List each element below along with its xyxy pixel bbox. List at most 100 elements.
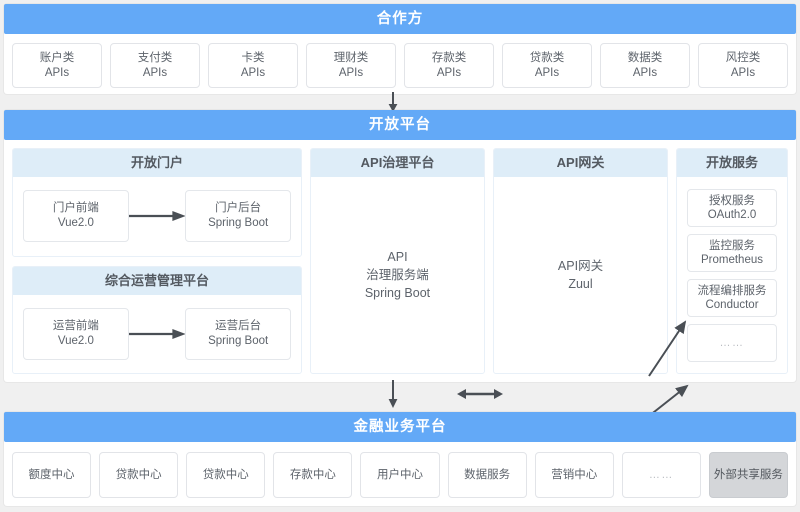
service-label-zh: 授权服务 <box>709 194 755 207</box>
node-label-zh: 运营后台 <box>215 319 262 332</box>
node-api-governance-server[interactable]: API 治理服务端 Spring Boot <box>365 248 430 302</box>
partner-section: 合作方 账户类 APIs 支付类 APIs 卡类 APIs 理财类 APIs 存… <box>4 4 796 94</box>
biz-chip-label-ellipsis: …… <box>648 468 674 481</box>
api-chip-account[interactable]: 账户类 APIs <box>12 43 102 88</box>
gateway-line-2: Zuul <box>568 277 593 291</box>
panel-api-governance: API治理平台 API 治理服务端 Spring Boot <box>310 148 485 374</box>
node-label-zh: 运营前端 <box>52 319 99 332</box>
biz-chip-external-shared-service[interactable]: 外部共享服务 <box>708 452 788 498</box>
api-chip-label-en: APIs <box>338 66 364 79</box>
arrow-portal-frontend-to-backend <box>128 209 186 223</box>
panel-body-api-governance: API 治理服务端 Spring Boot <box>311 177 484 373</box>
open-services-list: 授权服务 OAuth2.0 监控服务 Prometheus 流程编排服务 Con… <box>677 177 787 373</box>
panel-open-portal: 开放门户 门户前端 Vue2.0 <box>12 148 302 257</box>
node-operation-backend[interactable]: 运营后台 Spring Boot <box>185 307 292 360</box>
panel-title-api-governance: API治理平台 <box>311 149 484 177</box>
node-portal-backend[interactable]: 门户后台 Spring Boot <box>185 190 292 243</box>
api-chip-label-zh: 理财类 <box>333 51 369 64</box>
biz-chip-loan-center-2[interactable]: 贷款中心 <box>186 452 266 498</box>
node-label-en: Spring Boot <box>208 217 269 230</box>
panel-body-operation-platform: 运营前端 Vue2.0 运营后台 Spr <box>13 295 301 374</box>
api-chip-label-zh: 卡类 <box>241 51 265 64</box>
gateway-line-1: API网关 <box>557 259 604 273</box>
biz-chip-deposit-center[interactable]: 存款中心 <box>273 452 353 498</box>
service-label-zh: 监控服务 <box>709 239 755 252</box>
biz-chip-label: 贷款中心 <box>202 468 249 481</box>
api-chip-card[interactable]: 卡类 APIs <box>208 43 298 88</box>
biz-chip-credit-limit-center[interactable]: 额度中心 <box>12 452 92 498</box>
panel-title-api-gateway: API网关 <box>494 149 667 177</box>
api-chip-loan[interactable]: 贷款类 APIs <box>502 43 592 88</box>
finance-business-section: 金融业务平台 额度中心 贷款中心 贷款中心 存款中心 用户中心 数据服务 营销中… <box>4 412 796 506</box>
panel-body-open-services: 授权服务 OAuth2.0 监控服务 Prometheus 流程编排服务 Con… <box>677 177 787 373</box>
api-chip-label-en: APIs <box>142 66 168 79</box>
arrow-operation-frontend-to-backend <box>128 327 186 341</box>
biz-chip-label: 贷款中心 <box>115 468 162 481</box>
node-operation-frontend[interactable]: 运营前端 Vue2.0 <box>23 307 129 360</box>
service-label-en: OAuth2.0 <box>707 208 757 221</box>
node-portal-frontend[interactable]: 门户前端 Vue2.0 <box>23 190 129 243</box>
node-label-en: Vue2.0 <box>57 334 94 347</box>
panel-operation-platform: 综合运营管理平台 运营前端 Vue2.0 <box>12 265 302 374</box>
service-box-monitoring[interactable]: 监控服务 Prometheus <box>687 233 777 272</box>
node-label-zh: 门户后台 <box>215 202 262 215</box>
arrow-platform-to-finance <box>385 380 401 408</box>
biz-chip-label: 外部共享服务 <box>713 468 783 481</box>
finance-band-title: 金融业务平台 <box>4 412 796 442</box>
partner-band-title: 合作方 <box>4 4 796 34</box>
api-chip-label-zh: 存款类 <box>431 51 467 64</box>
portal-column: 开放门户 门户前端 Vue2.0 <box>12 148 302 374</box>
node-api-gateway-zuul[interactable]: API网关 Zuul <box>558 257 603 293</box>
api-chip-label-en: APIs <box>730 66 756 79</box>
biz-chip-user-center[interactable]: 用户中心 <box>360 452 440 498</box>
panel-open-services: 开放服务 授权服务 OAuth2.0 监控服务 Prometheus 流程编排服… <box>676 148 788 374</box>
panel-title-open-services: 开放服务 <box>677 149 787 177</box>
service-box-authorization[interactable]: 授权服务 OAuth2.0 <box>687 188 777 227</box>
api-chip-label-en: APIs <box>44 66 70 79</box>
arrow-governance-gateway-bidirectional <box>457 387 503 401</box>
api-chip-label-en: APIs <box>436 66 462 79</box>
panel-title-operation-platform: 综合运营管理平台 <box>13 266 301 295</box>
partner-api-row: 账户类 APIs 支付类 APIs 卡类 APIs 理财类 APIs 存款类 A… <box>4 34 796 88</box>
api-chip-label-zh: 支付类 <box>137 51 173 64</box>
service-box-more[interactable]: …… <box>687 323 777 362</box>
panel-title-open-portal: 开放门户 <box>13 149 301 177</box>
node-label-en: Spring Boot <box>208 334 269 347</box>
api-chip-deposit[interactable]: 存款类 APIs <box>404 43 494 88</box>
biz-chip-label: 额度中心 <box>28 468 75 481</box>
service-box-orchestration[interactable]: 流程编排服务 Conductor <box>687 278 777 317</box>
api-chip-payment[interactable]: 支付类 APIs <box>110 43 200 88</box>
open-platform-band-title: 开放平台 <box>4 110 796 140</box>
api-chip-data[interactable]: 数据类 APIs <box>600 43 690 88</box>
operation-node-pair: 运营前端 Vue2.0 运营后台 Spr <box>13 307 301 360</box>
governance-line-3: Spring Boot <box>364 286 431 300</box>
governance-line-1: API <box>387 250 408 264</box>
api-chip-label-zh: 账户类 <box>39 51 75 64</box>
api-chip-label-zh: 数据类 <box>627 51 663 64</box>
service-label-en: Prometheus <box>700 253 763 266</box>
biz-chip-label: 存款中心 <box>289 468 336 481</box>
api-chip-label-zh: 风控类 <box>725 51 761 64</box>
api-chip-label-zh: 贷款类 <box>529 51 565 64</box>
node-label-zh: 门户前端 <box>52 202 99 215</box>
open-platform-section: 开放平台 开放门户 门户前端 Vue2.0 <box>4 110 796 502</box>
panel-api-gateway: API网关 API网关 Zuul <box>493 148 668 374</box>
biz-chip-label: 数据服务 <box>464 468 511 481</box>
open-platform-body: 开放门户 门户前端 Vue2.0 <box>4 140 796 502</box>
biz-chip-more[interactable]: …… <box>621 452 701 498</box>
service-label-zh: 流程编排服务 <box>697 284 767 297</box>
api-chip-riskcontrol[interactable]: 风控类 APIs <box>698 43 788 88</box>
biz-chip-data-service[interactable]: 数据服务 <box>447 452 527 498</box>
finance-business-row: 额度中心 贷款中心 贷款中心 存款中心 用户中心 数据服务 营销中心 …… <box>4 442 796 498</box>
biz-chip-loan-center-1[interactable]: 贷款中心 <box>99 452 179 498</box>
portal-node-pair: 门户前端 Vue2.0 门户后台 Spr <box>13 190 301 243</box>
biz-chip-label: 营销中心 <box>551 468 598 481</box>
biz-chip-marketing-center[interactable]: 营销中心 <box>534 452 614 498</box>
node-label-en: Vue2.0 <box>57 217 94 230</box>
service-label-ellipsis: …… <box>719 336 745 349</box>
api-chip-label-en: APIs <box>534 66 560 79</box>
governance-line-2: 治理服务端 <box>366 268 429 282</box>
api-chip-wealth[interactable]: 理财类 APIs <box>306 43 396 88</box>
panel-body-open-portal: 门户前端 Vue2.0 门户后台 Spr <box>13 177 301 256</box>
